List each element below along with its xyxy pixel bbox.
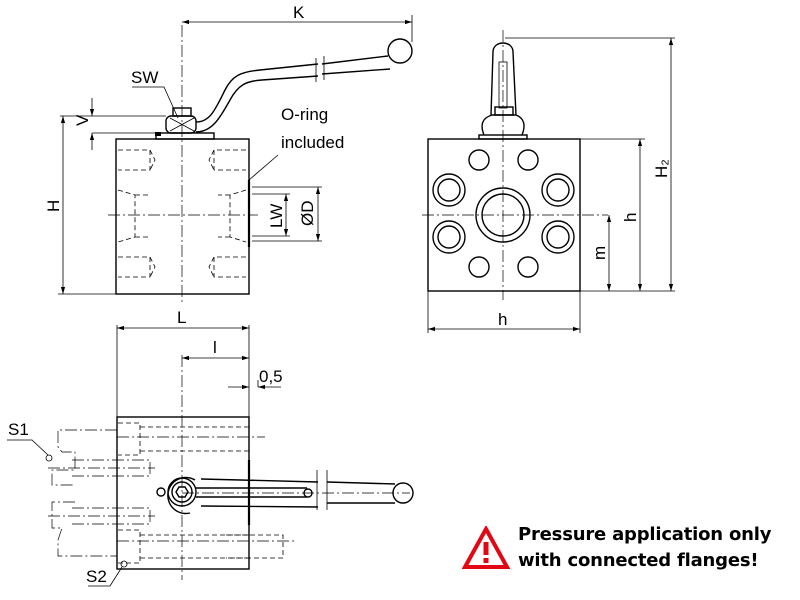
pressure-warning: Pressure application only with connected… bbox=[462, 522, 771, 574]
dim-label-l: l bbox=[213, 338, 217, 357]
bolt-hole bbox=[517, 149, 539, 171]
dim-label-H2: H₂ bbox=[652, 159, 671, 178]
bolt-hole bbox=[468, 149, 490, 171]
dim-label-K: K bbox=[293, 3, 305, 22]
hex-socket bbox=[175, 486, 189, 498]
dim-label-D: ØD bbox=[298, 201, 317, 227]
front-view bbox=[58, 15, 413, 302]
handle-knob bbox=[387, 38, 413, 64]
bolt-hole bbox=[517, 256, 539, 278]
bolt-hole bbox=[468, 256, 490, 278]
handle-upper bbox=[195, 63, 319, 123]
port-ring bbox=[541, 220, 575, 254]
dim-label-gap: 0,5 bbox=[259, 367, 283, 386]
dim-label-H: H bbox=[44, 200, 63, 212]
dim-label-SW: SW bbox=[131, 68, 158, 87]
dim-label-LW: LW bbox=[267, 204, 286, 228]
center-port bbox=[475, 187, 531, 243]
dim-label-h-horizontal: h bbox=[498, 310, 507, 329]
dim-label-m: m bbox=[590, 246, 609, 260]
warning-line-2: with connected flanges! bbox=[518, 550, 759, 571]
dim-label-L: L bbox=[177, 308, 186, 327]
warning-triangle-icon bbox=[462, 526, 510, 569]
stem-base-plate bbox=[155, 132, 215, 140]
stem-top bbox=[167, 477, 197, 507]
handle-lever bbox=[200, 478, 319, 508]
label-S1: S1 bbox=[8, 420, 29, 439]
dim-label-V: V bbox=[73, 114, 92, 126]
top-view bbox=[7, 325, 414, 587]
side-view bbox=[422, 30, 675, 333]
port-ring bbox=[432, 220, 466, 254]
warning-line-1: Pressure application only bbox=[518, 524, 772, 545]
port-ring bbox=[541, 173, 575, 207]
valve-body bbox=[115, 138, 250, 295]
oring-note-line2: included bbox=[281, 133, 344, 152]
handle-end-view bbox=[490, 42, 517, 116]
port-ring bbox=[432, 173, 466, 207]
label-S2: S2 bbox=[86, 567, 107, 586]
dim-label-h-vertical: h bbox=[621, 213, 640, 222]
oring-note-line1: O-ring bbox=[281, 105, 328, 124]
